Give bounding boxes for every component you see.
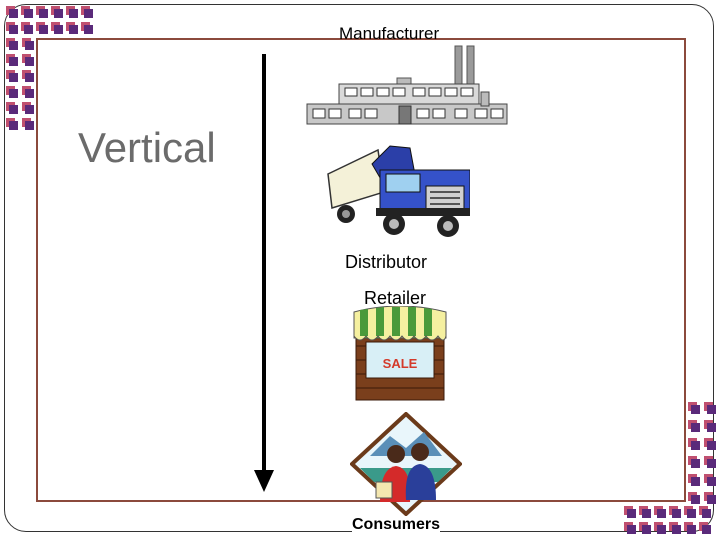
decoration-square: [25, 73, 34, 82]
decoration-square: [691, 477, 700, 486]
decoration-square: [25, 89, 34, 98]
decoration-square: [25, 57, 34, 66]
decoration-square: [672, 525, 681, 534]
decoration-square: [25, 105, 34, 114]
factory-icon: [306, 45, 508, 125]
decoration-square: [24, 9, 33, 18]
decoration-square: [691, 423, 700, 432]
decoration-square: [9, 41, 18, 50]
decoration-square: [707, 441, 716, 450]
decoration-square: [691, 459, 700, 468]
decoration-square: [54, 25, 63, 34]
truck-icon: [327, 145, 470, 237]
decoration-square: [691, 495, 700, 504]
decoration-square: [707, 405, 716, 414]
decoration-square: [69, 9, 78, 18]
decoration-square: [54, 9, 63, 18]
decoration-square: [707, 459, 716, 468]
decoration-square: [702, 509, 711, 518]
decoration-square: [24, 25, 33, 34]
decoration-square: [9, 73, 18, 82]
decoration-square: [691, 441, 700, 450]
store-icon: SALE: [353, 306, 447, 401]
decoration-square: [672, 509, 681, 518]
manufacturer-label: Manufacturer: [339, 24, 440, 43]
decoration-square: [9, 9, 18, 18]
downward-arrow: [254, 54, 274, 492]
diagram-title: Vertical: [78, 124, 216, 171]
decoration-square: [69, 25, 78, 34]
consumers-icon: [350, 412, 462, 516]
decoration-square: [707, 495, 716, 504]
decoration-square: [691, 405, 700, 414]
decoration-square: [9, 57, 18, 66]
decoration-square: [25, 121, 34, 130]
decoration-square: [687, 509, 696, 518]
decoration-square: [25, 41, 34, 50]
decoration-square: [39, 25, 48, 34]
decoration-square: [39, 9, 48, 18]
content-frame: [36, 38, 686, 502]
decoration-square: [707, 423, 716, 432]
decoration-square: [627, 509, 636, 518]
decoration-square: [627, 525, 636, 534]
retailer-label: Retailer: [364, 288, 427, 308]
decoration-square: [642, 509, 651, 518]
decoration-square: [642, 525, 651, 534]
decoration-square: [702, 525, 711, 534]
decoration-square: [9, 121, 18, 130]
top-left-square-decoration: [6, 6, 93, 130]
decoration-square: [707, 477, 716, 486]
sale-sign-text: SALE: [383, 356, 418, 371]
decoration-square: [9, 105, 18, 114]
distributor-label: Distributor: [345, 252, 428, 272]
decoration-square: [84, 9, 93, 18]
decoration-square: [84, 25, 93, 34]
decoration-square: [657, 509, 666, 518]
bottom-right-square-decoration: [624, 402, 716, 534]
decoration-square: [657, 525, 666, 534]
decoration-square: [9, 89, 18, 98]
consumers-label: Consumers: [352, 516, 441, 534]
decoration-square: [687, 525, 696, 534]
decoration-square: [9, 25, 18, 34]
